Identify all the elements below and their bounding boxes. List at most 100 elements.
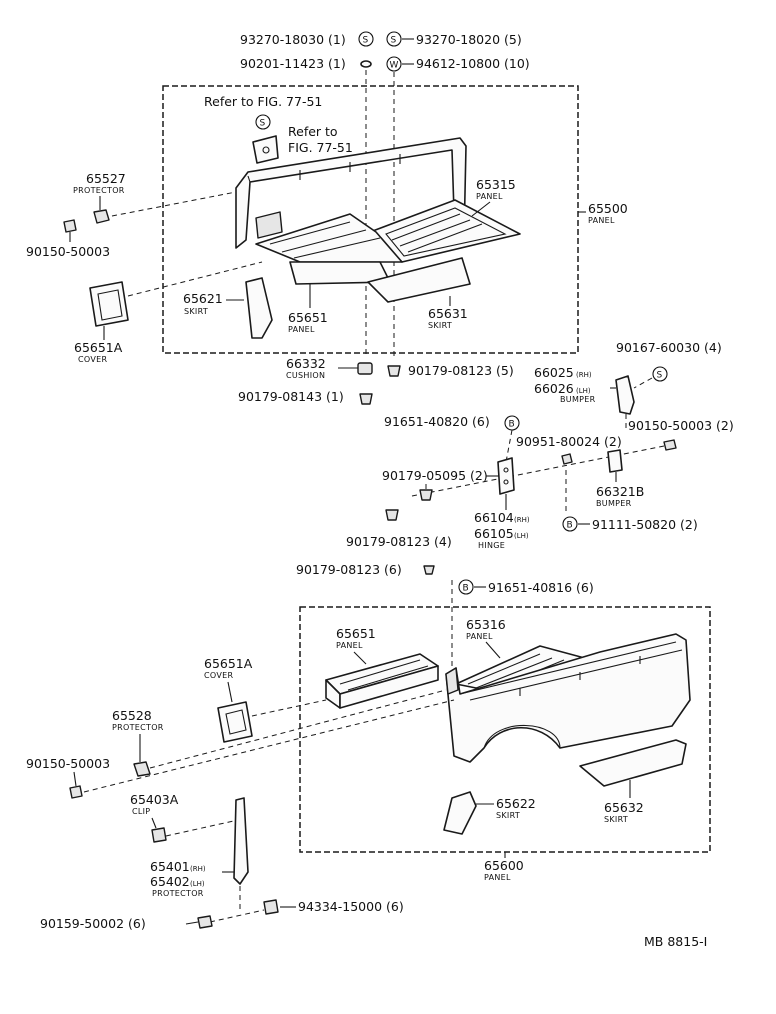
label-90150-50003-a: 90150-50003 [26,244,110,259]
label-66025-sub: BUMPER [560,395,596,404]
label-66105: 66105 [474,526,514,541]
label-65527-sub: PROTECTOR [73,186,125,195]
washer-icon [561,453,573,465]
hinge-66104-icon [497,457,515,495]
dashed-leader [251,699,327,717]
label-65631-sub: SKIRT [428,321,452,330]
clip-icon [151,827,167,843]
screw-icon [63,219,77,233]
screw-icon [419,489,433,501]
b-mark-letter: B [463,584,469,594]
label-65631: 65631 [428,306,468,321]
w-mark-letter: W [390,61,399,71]
label-65403A: 65403A [130,792,179,807]
dashed-leader [165,819,239,837]
cover-65651A-icon [89,281,129,327]
panel-65651-lower-front-icon [339,665,439,709]
skirt-65632-icon [579,739,687,787]
label-65403A-sub: CLIP [132,807,150,816]
b-mark-letter: B [567,521,573,531]
label-90150-50003-b: 90150-50003 [26,756,110,771]
screw-icon [663,439,677,451]
screw-icon [387,365,401,377]
label-65402: 65402 [150,874,190,889]
protector-65527-icon [93,209,110,224]
label-65528-sub: PROTECTOR [112,723,164,732]
diagram-code: MB 8815-I [644,934,707,949]
label-65500: 65500 [588,201,628,216]
label-65500-sub: PANEL [588,216,615,225]
screw-icon [359,393,373,405]
nut-icon [263,899,279,915]
screw-icon [423,565,435,575]
label-91651-40816: 91651-40816 (6) [488,580,594,595]
s-mark-icon [358,31,374,47]
label-91651-40820: 91651-40820 (6) [384,414,490,429]
leader-line [227,681,233,703]
label-90179-08123-6: 90179-08123 (6) [296,562,402,577]
label-65401-sub: PROTECTOR [152,889,204,898]
label-66332-sub: CUSHION [286,371,325,380]
label-65622: 65622 [496,796,536,811]
leader-line [185,921,199,925]
label-65315: 65315 [476,177,516,192]
label-91111-50820: 91111-50820 (2) [592,517,698,532]
bumper-66025-icon [615,375,635,415]
s-mark-letter: S [363,36,369,46]
s-mark-icon [652,366,668,382]
w-mark-icon [386,56,402,72]
label-65651-upper: 65651 [288,310,328,325]
label-65401-rh: (RH) [190,865,206,873]
screw-icon [385,509,399,521]
label-65600-sub: PANEL [484,873,511,882]
skirt-65621-icon [245,277,273,339]
label-93270-18020: 93270-18020 (5) [416,32,522,47]
refer-note-2b: FIG. 77-51 [288,140,353,155]
s-mark-letter: S [391,36,397,46]
side-insert-icon [255,211,283,239]
label-66105-lh: (LH) [514,532,529,540]
label-90179-08143: 90179-08143 (1) [238,389,344,404]
label-90159-50002: 90159-50002 (6) [40,916,146,931]
label-66332: 66332 [286,356,326,371]
label-65632-sub: SKIRT [604,815,628,824]
dashed-leader [411,445,665,497]
label-66321B: 66321B [596,484,644,499]
label-90179-08123-5: 90179-08123 (5) [408,363,514,378]
label-65528: 65528 [112,708,152,723]
label-90179-08123-4: 90179-08123 (4) [346,534,452,549]
protector-65401-icon [233,797,249,885]
label-65402-lh: (LH) [190,880,205,888]
label-66104-rh: (RH) [514,516,530,524]
b-mark-letter: B [509,420,515,430]
leader-line [151,817,157,829]
label-65651-lower-sub: PANEL [336,641,363,650]
label-65632: 65632 [604,800,644,815]
label-66025-rh: (RH) [576,371,592,379]
s-mark-letter: S [657,371,663,381]
panel-65651-icon [255,213,403,263]
label-94612-10800: 94612-10800 (10) [416,56,530,71]
label-66026-lh: (LH) [576,387,591,395]
screw-icon [69,785,83,799]
dashed-leader [83,699,455,793]
leader-line [485,641,501,659]
label-93270-18030: 93270-18030 (1) [240,32,346,47]
dashed-leader [633,377,653,389]
bracket-icon [252,135,279,164]
label-65401: 65401 [150,859,190,874]
label-65621: 65621 [183,291,223,306]
label-65316: 65316 [466,617,506,632]
label-65651A-lower: 65651A [204,656,253,671]
label-65600: 65600 [484,858,524,873]
label-65621-sub: SKIRT [184,307,208,316]
dashed-leader [149,689,447,769]
cover-65651A-lower-icon [217,701,253,743]
label-65651A-upper-sub: COVER [78,355,107,364]
b-mark-icon [562,516,578,532]
label-65651A-upper: 65651A [74,340,123,355]
label-66104-sub: HINGE [478,541,505,550]
label-65527: 65527 [86,171,126,186]
leader-line [73,771,77,787]
